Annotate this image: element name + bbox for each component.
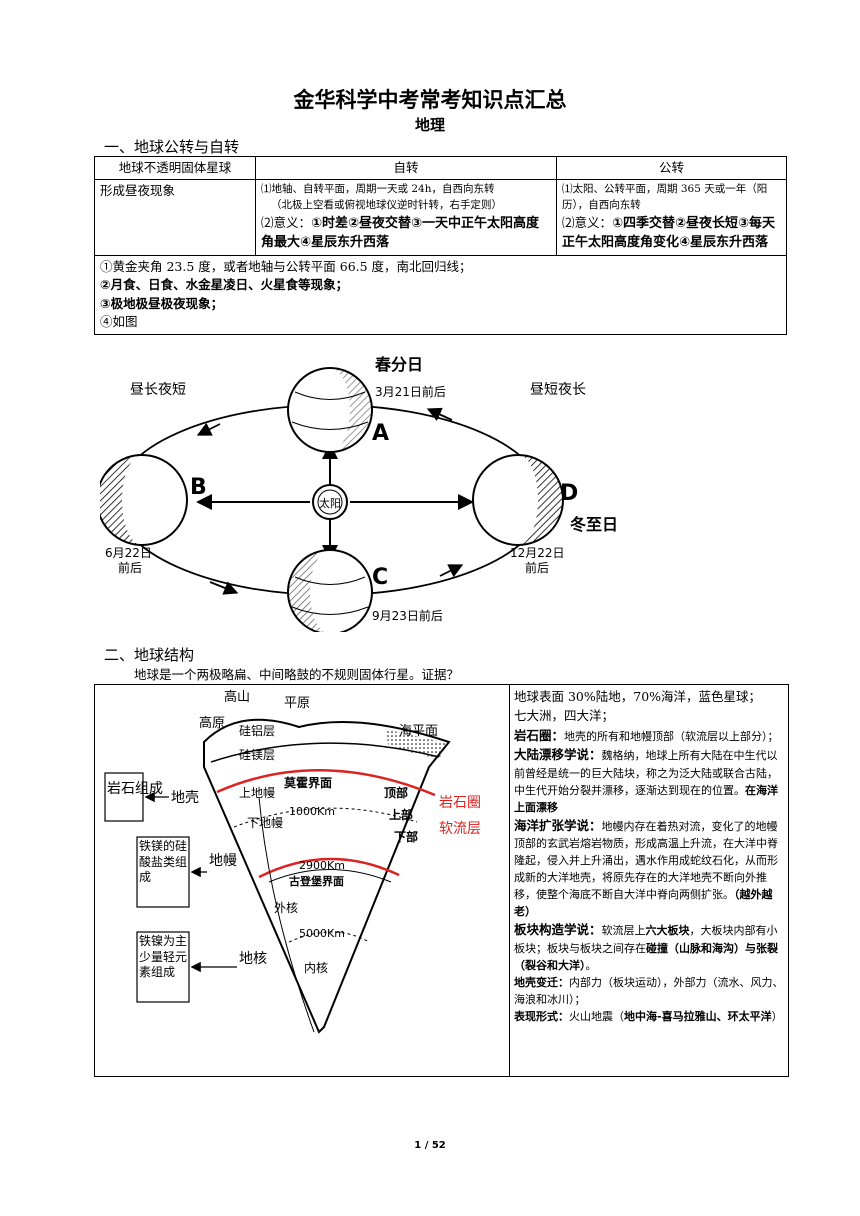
- revolution-line1: ⑴太阳、公转平面，周期 365 天或一年（阳历），自西向东转: [562, 182, 781, 214]
- crust-box-text: 岩石组成: [107, 781, 163, 797]
- earth-c-date: 9月23日前后: [372, 608, 443, 623]
- tectonics-term: 板块构造学说：: [514, 922, 602, 937]
- depth-2900: 2900Km: [299, 859, 345, 872]
- rotation-cell: ⑴地轴、自转平面，周期一天或 24h，自西向东转 （北极上空看或俯视地球仪逆时针…: [256, 180, 557, 256]
- tectonics-e: 。: [586, 959, 597, 972]
- inner-core-label: 内核: [304, 961, 328, 975]
- note-2: ②月食、日食、水金星凌日、火星食等现象；: [100, 276, 781, 294]
- orbit-diagram: 太阳 A 春分日 3月21日前后 B 6月22日 前后 C 9月23日前后 D …: [100, 352, 660, 632]
- page-title: 金华科学中考常考知识点汇总: [0, 84, 860, 114]
- earth-c-icon: [288, 550, 372, 632]
- upper-mantle-label: 上地幔: [239, 785, 275, 800]
- sun-label: 太阳: [319, 497, 341, 510]
- forms-a: 火山地震（: [569, 1010, 624, 1023]
- note-surface: 地球表面 30%陆地，70%海洋，蓝色星球；: [514, 687, 784, 706]
- upper-part-label: 上部: [389, 807, 413, 822]
- drift-term: 大陆漂移学说：: [514, 747, 602, 762]
- depth-5000: 5000Km: [299, 927, 345, 940]
- rotation-line1: ⑴地轴、自转平面，周期一天或 24h，自西向东转: [261, 182, 551, 198]
- section2-heading: 二、地球结构: [104, 644, 194, 665]
- note-1: ①黄金夹角 23.5 度，或者地轴与公转平面 66.5 度，南北回归线；: [100, 258, 781, 276]
- crust-label: 地壳: [171, 789, 199, 806]
- core-label: 地核: [239, 951, 267, 967]
- notes-cell: ①黄金夹角 23.5 度，或者地轴与公转平面 66.5 度，南北回归线； ②月食…: [95, 256, 787, 335]
- label-plain: 平原: [284, 696, 310, 711]
- header-revolution: 公转: [557, 157, 787, 180]
- lower-mantle-label: 下地幔: [247, 815, 283, 830]
- label-sea-level: 海平面: [399, 724, 438, 739]
- label-sima: 硅镁层: [239, 748, 275, 762]
- top-part-label: 顶部: [384, 785, 408, 800]
- earth-structure-box: 高山 平原 高原 硅铝层 硅镁层 海平面 岩石组成 地壳 莫霍界面 上地幔 下地…: [94, 684, 789, 1077]
- label-mountain: 高山: [224, 689, 250, 705]
- note-4: ④如图: [100, 313, 781, 331]
- page-subtitle: 地理: [0, 114, 860, 135]
- mantle-label: 地幔: [209, 853, 237, 869]
- earth-d-letter: D: [560, 481, 578, 506]
- left-season-label: 昼长夜短: [130, 382, 186, 398]
- header-rotation: 自转: [256, 157, 557, 180]
- earth-b-date2: 前后: [118, 560, 142, 575]
- lithosphere-def: 地壳的所有和地幔顶部（软流层以上部分）；: [564, 730, 779, 743]
- earth-d-name: 冬至日: [570, 515, 618, 534]
- earth-d-date1: 12月22日: [510, 546, 565, 560]
- earth-d-date2: 前后: [525, 560, 549, 575]
- header-planet: 地球不透明固体星球: [95, 157, 256, 180]
- note-3: ③极地极昼极夜现象；: [100, 295, 781, 313]
- earth-a-name: 春分日: [374, 355, 423, 374]
- outer-core-label: 外核: [274, 901, 298, 915]
- section1-heading: 一、地球公转与自转: [104, 136, 239, 157]
- label-sial: 硅铝层: [239, 723, 275, 738]
- mantle-box-text: 铁镁的硅酸盐类组成: [139, 839, 189, 886]
- revolution-meaning-prefix: ⑵意义：: [562, 215, 612, 230]
- revolution-cell: ⑴太阳、公转平面，周期 365 天或一年（阳历），自西向东转 ⑵意义：①四季交替…: [557, 180, 787, 256]
- row-label: 形成昼夜现象: [95, 180, 256, 256]
- earth-b-date1: 6月22日: [105, 546, 152, 560]
- tectonics-a: 软流层上: [602, 924, 646, 937]
- earth-d-icon: [473, 455, 563, 545]
- note-continents: 七大洲，四大洋；: [514, 706, 784, 725]
- rotation-revolution-table: 地球不透明固体星球 自转 公转 形成昼夜现象 ⑴地轴、自转平面，周期一天或 24…: [94, 156, 787, 335]
- earth-structure-diagram: 高山 平原 高原 硅铝层 硅镁层 海平面 岩石组成 地壳 莫霍界面 上地幔 下地…: [99, 687, 505, 1072]
- structure-notes: 地球表面 30%陆地，70%海洋，蓝色星球； 七大洲，四大洋； 岩石圈：地壳的所…: [514, 687, 784, 1025]
- lower-part-label: 下部: [394, 829, 418, 844]
- depth-1000: 1000Km: [289, 805, 335, 818]
- earth-a-date: 3月21日前后: [375, 384, 446, 399]
- lithosphere-label: 岩石圈: [439, 795, 481, 811]
- section2-intro: 地球是一个两极略扁、中间略鼓的不规则固体行星。证据？: [134, 664, 459, 683]
- label-plateau: 高原: [199, 715, 225, 731]
- rotation-meaning-prefix: ⑵意义：: [261, 215, 311, 230]
- moho-label: 莫霍界面: [284, 775, 332, 790]
- earth-a-letter: A: [372, 421, 389, 446]
- earth-a-icon: [288, 368, 372, 452]
- lithosphere-term: 岩石圈：: [514, 728, 564, 743]
- crust-change-term: 地壳变迁：: [514, 976, 569, 989]
- earth-b-icon: [100, 455, 187, 545]
- forms-c: ）: [772, 1010, 783, 1023]
- tectonics-b: 六大板块: [646, 924, 690, 937]
- earth-b-letter: B: [190, 475, 207, 500]
- gutenberg-label: 古登堡界面: [289, 874, 344, 888]
- spreading-term: 海洋扩张学说：: [514, 818, 602, 833]
- forms-b: 地中海-喜马拉雅山、环太平洋: [624, 1010, 772, 1023]
- rotation-line2: （北极上空看或俯视地球仪逆时针转，右手定则）: [261, 198, 551, 214]
- forms-term: 表现形式：: [514, 1010, 569, 1023]
- core-box-text: 铁镍为主少量轻元素组成: [139, 934, 189, 981]
- earth-c-letter: C: [372, 565, 388, 590]
- asthenosphere-label: 软流层: [439, 821, 481, 837]
- sun-icon: 太阳: [313, 485, 347, 519]
- right-season-label: 昼短夜长: [530, 382, 586, 398]
- page-number: 1 / 52: [0, 1140, 860, 1151]
